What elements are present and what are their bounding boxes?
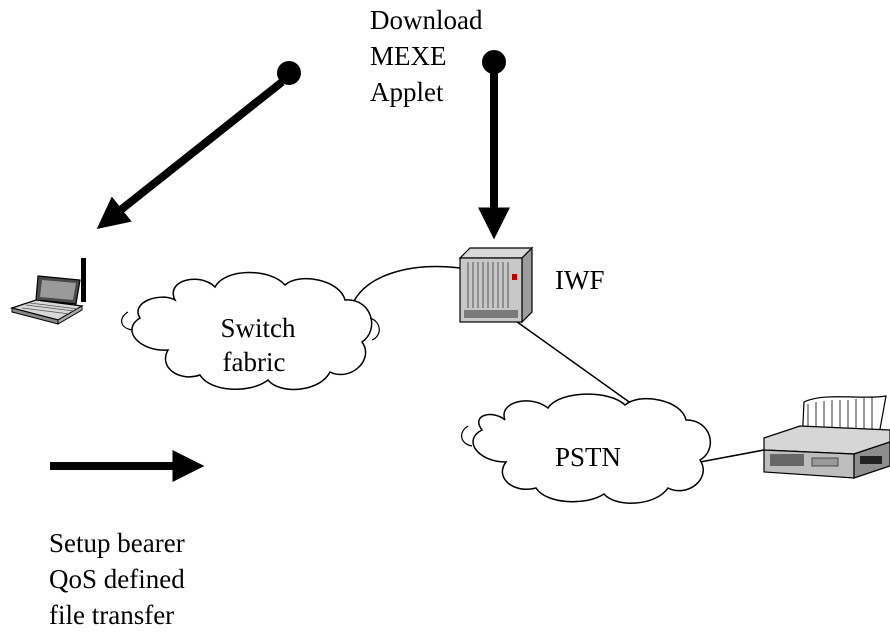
switch-fabric-label-line1: Switch [220,313,296,343]
arrow-download-to-iwf [478,50,510,240]
pstn-cloud [461,393,711,504]
download-label-line2: MEXE [370,41,447,71]
fax-machine-icon [763,395,890,479]
iwf-label: IWF [555,265,605,295]
switch-fabric-cloud [121,271,380,391]
download-label-line1: Download [370,5,483,35]
link-iwf-pstn [505,313,633,405]
setup-label-line2: QoS defined [49,564,185,594]
setup-label-line1: Setup bearer [49,528,185,558]
link-pstn-fax [699,449,765,463]
pstn-label: PSTN [555,442,622,472]
switch-fabric-label-line2: fabric [222,347,286,377]
link-switch-iwf [351,265,461,306]
arrow-download-to-laptop [96,61,301,229]
setup-label-line3: file transfer [49,600,175,630]
laptop-icon [9,258,86,325]
iwf-server-icon [458,246,534,324]
download-label-line3: Applet [370,77,444,107]
